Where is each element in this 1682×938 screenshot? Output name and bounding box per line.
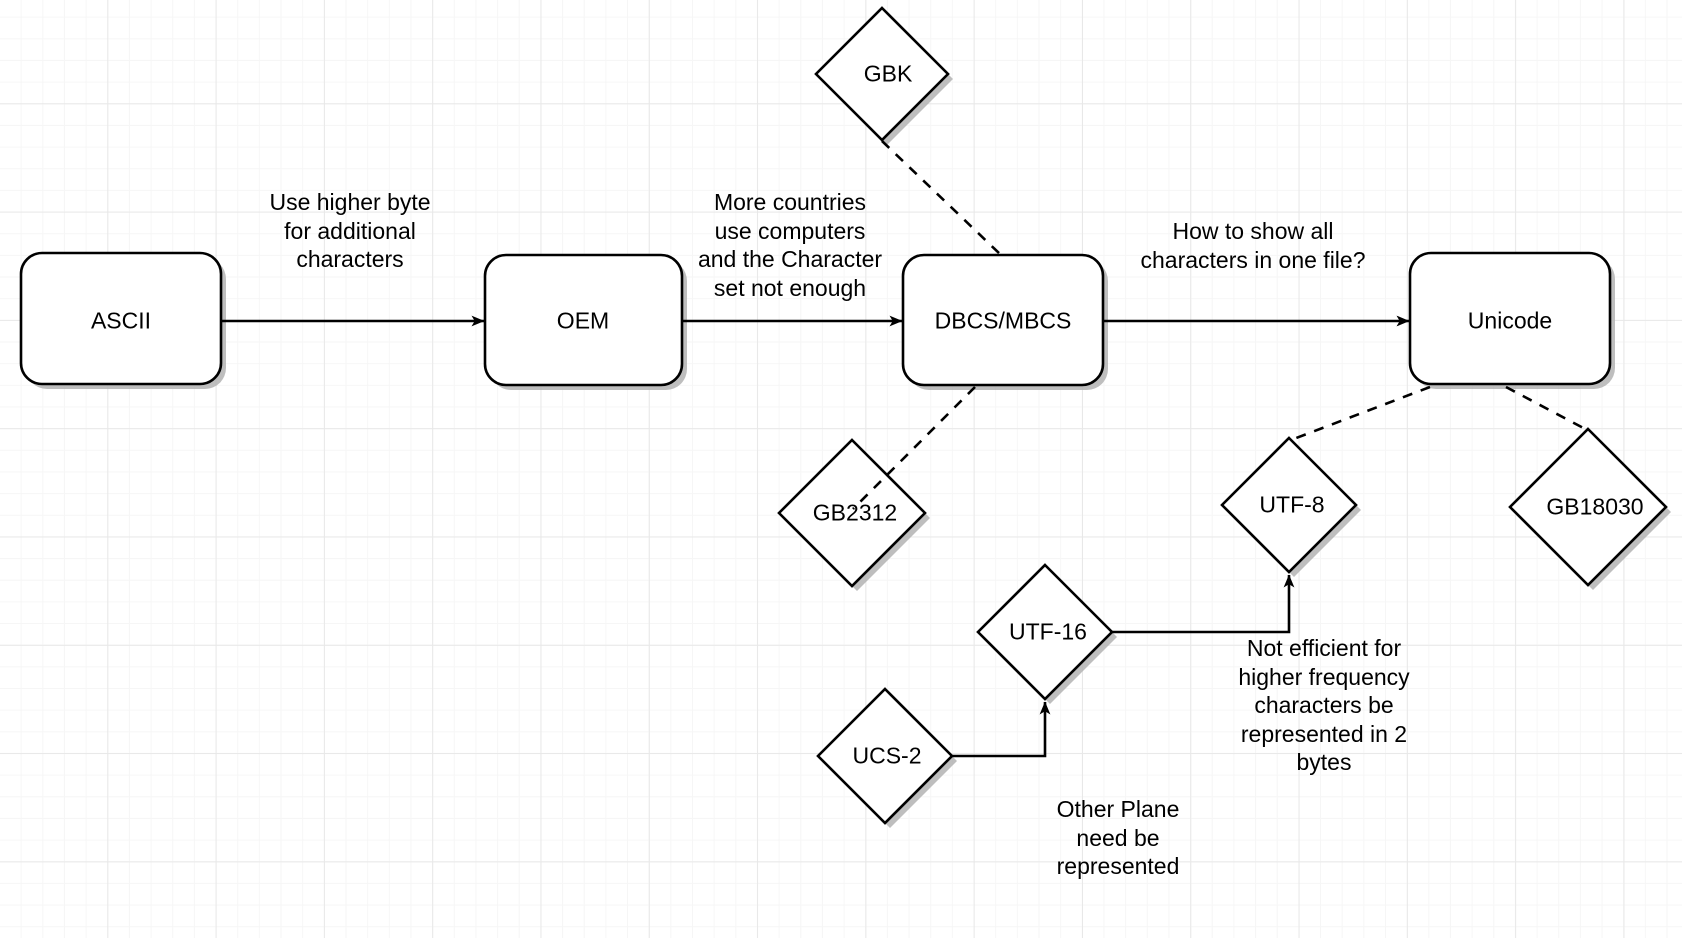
edge-label-ucs2-to-utf16: Other Plane need be represented xyxy=(1056,796,1180,879)
edge-label-dbcs-to-unicode: How to show all characters in one file? xyxy=(1140,218,1366,273)
node-utf8[interactable] xyxy=(1220,436,1358,574)
edge-ucs2-to-utf16 xyxy=(952,701,1051,758)
edge-dbcs-to-gb2312 xyxy=(852,386,976,510)
edge-label-ascii-to-oem: Use higher byte for additional character… xyxy=(269,189,431,272)
node-ucs2[interactable] xyxy=(816,687,954,825)
node-ascii[interactable] xyxy=(19,251,223,386)
edge-unicode-to-gb18030 xyxy=(1505,385,1590,433)
edge-label-utf16-to-utf8: Not efficient for higher frequency chara… xyxy=(1238,635,1410,775)
edge-unicode-to-utf8 xyxy=(1290,385,1431,442)
node-unicode[interactable] xyxy=(1408,251,1612,386)
node-gbk[interactable] xyxy=(814,6,950,142)
edge-label-oem-to-dbcs: More countries use computers and the Cha… xyxy=(697,189,883,301)
node-gb2312[interactable] xyxy=(777,438,927,588)
node-gb18030[interactable] xyxy=(1508,427,1668,587)
node-utf16[interactable] xyxy=(976,563,1114,701)
edge-utf16-to-utf8 xyxy=(1112,574,1295,634)
edge-gbk-to-dbcs xyxy=(881,140,1001,255)
